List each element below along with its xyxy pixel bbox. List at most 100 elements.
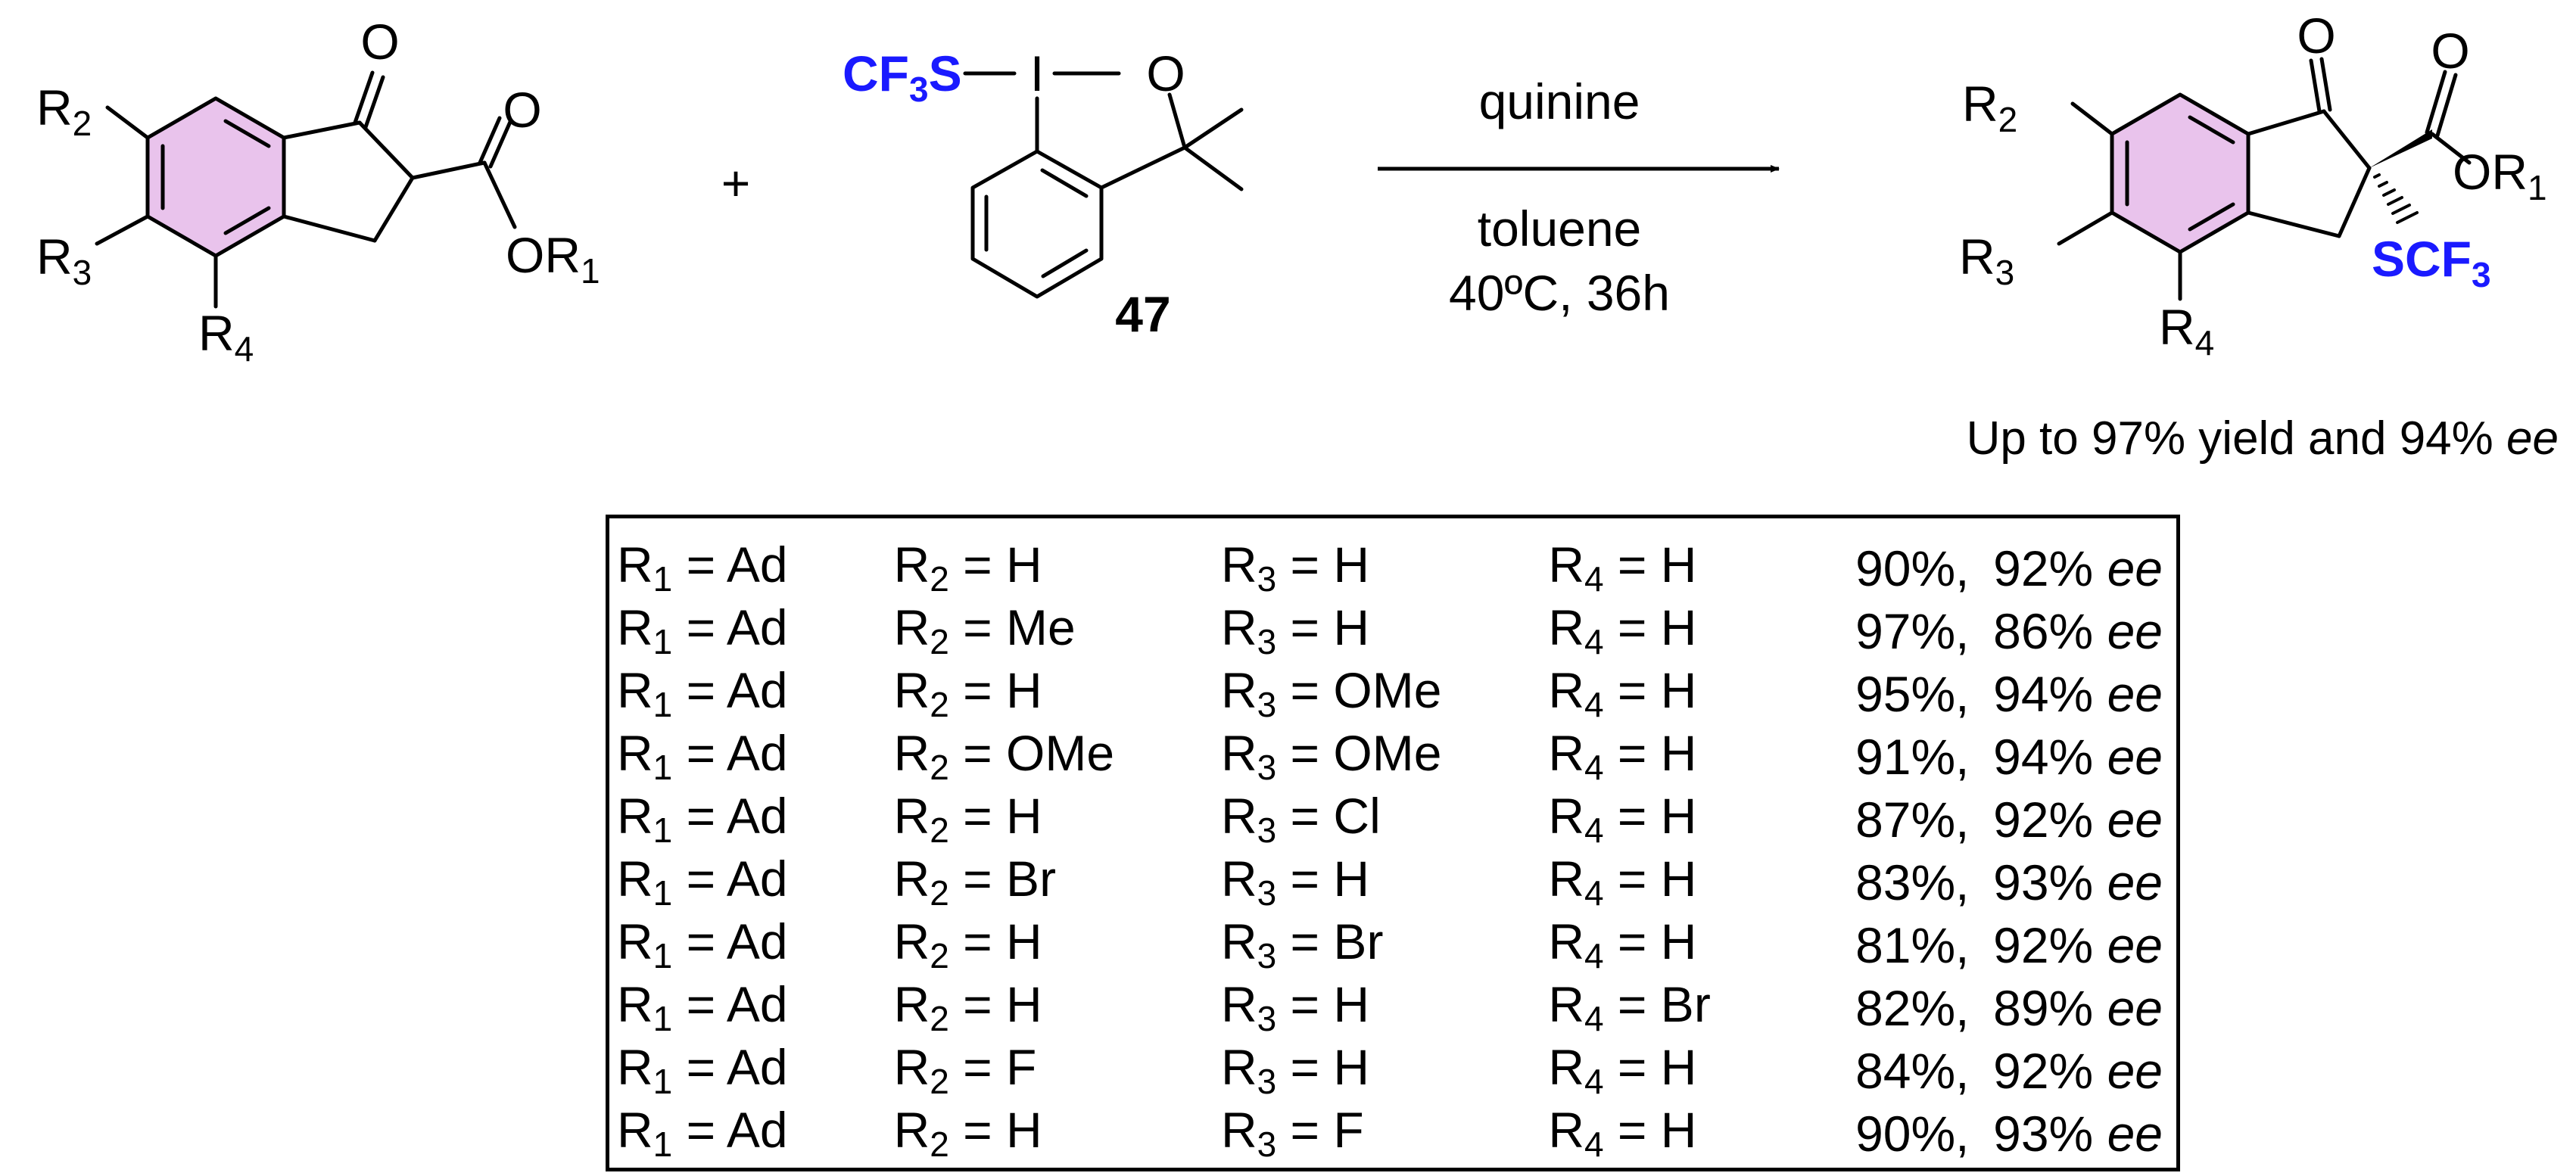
r3-cell: R3 = H: [1220, 537, 1370, 599]
ee-cell: 92% ee: [1993, 540, 2163, 596]
yield-cell: 97%,: [1855, 602, 1970, 659]
iodine-atom-label: I: [1030, 45, 1044, 101]
r1-cell: R1 = Ad: [617, 788, 788, 850]
ee-cell: 86% ee: [1993, 602, 2163, 659]
product-r4-label: R4: [2159, 299, 2214, 362]
r1-cell: R1 = Ad: [617, 537, 788, 599]
product-ketone-o-label: O: [2297, 8, 2335, 64]
r2-cell: R2 = Me: [893, 599, 1076, 661]
product-r3-label: R3: [1959, 229, 2014, 292]
r2-cell: R2 = H: [893, 976, 1042, 1038]
stereo-hash-bond: [2373, 173, 2419, 224]
r4-cell: R4 = H: [1548, 537, 1697, 599]
yield-cell: 83%,: [1855, 854, 1970, 910]
table-row: R1 = Ad R2 = Br R3 = H R4 = H 83%, 93% ee: [617, 851, 2163, 913]
ee-cell: 92% ee: [1993, 1042, 2163, 1099]
table-row: R1 = Ad R2 = Me R3 = H R4 = H 97%, 86% ee: [617, 599, 2163, 662]
ee-cell: 92% ee: [1993, 916, 2163, 973]
yield-cell: 90%,: [1855, 540, 1970, 596]
r2-cell: R2 = Br: [893, 851, 1057, 913]
yield-cell: 91%,: [1855, 728, 1970, 785]
r3-cell: R3 = H: [1220, 851, 1370, 913]
r3-cell: R3 = H: [1220, 976, 1370, 1038]
table-row: R1 = Ad R2 = H R3 = F R4 = H 90%, 93% ee: [617, 1102, 2163, 1165]
stereo-wedge-bond: [2369, 129, 2432, 168]
r4-cell: R4 = H: [1548, 599, 1697, 661]
r2-cell: R2 = F: [893, 1039, 1037, 1101]
r3-cell: R3 = H: [1220, 1039, 1370, 1101]
yield-cell: 95%,: [1855, 665, 1970, 722]
ee-cell: 92% ee: [1993, 791, 2163, 848]
r4-substituent-label: R4: [198, 305, 254, 369]
r3-cell: R3 = Cl: [1220, 788, 1381, 850]
r3-cell: R3 = OMe: [1220, 725, 1442, 787]
r4-cell: R4 = H: [1548, 1102, 1697, 1164]
r2-cell: R2 = H: [893, 1102, 1042, 1164]
product-or1-label: OR1: [2453, 144, 2547, 207]
r4-cell: R4 = H: [1548, 788, 1697, 850]
r1-cell: R1 = Ad: [617, 1102, 788, 1164]
r1-cell: R1 = Ad: [617, 1039, 788, 1101]
ester-carbonyl-o-label: O: [503, 82, 541, 138]
r1-cell: R1 = Ad: [617, 851, 788, 913]
r4-cell: R4 = H: [1548, 851, 1697, 913]
ee-cell: 93% ee: [1993, 1105, 2163, 1162]
r1-cell: R1 = Ad: [617, 913, 788, 975]
r3-cell: R3 = F: [1220, 1102, 1364, 1164]
plus-sign: +: [721, 155, 751, 211]
cf3s-group-label: CF3S: [843, 45, 962, 109]
ee-cell: 94% ee: [1993, 665, 2163, 722]
product-scf3-label: SCF3: [2372, 231, 2491, 294]
r2-cell: R2 = H: [893, 913, 1042, 975]
ee-cell: 93% ee: [1993, 854, 2163, 910]
yield-cell: 90%,: [1855, 1105, 1970, 1162]
yield-ee-summary: Up to 97% yield and 94% ee: [1967, 412, 2559, 465]
r4-cell: R4 = H: [1548, 1039, 1697, 1101]
table-row: R1 = Ad R2 = OMe R3 = OMe R4 = H 91%, 94% ee: [617, 725, 2163, 788]
catalyst-label: quinine: [1479, 73, 1640, 129]
r4-cell: R4 = H: [1548, 662, 1697, 724]
yield-cell: 82%,: [1855, 979, 1970, 1036]
table-row: R1 = Ad R2 = H R3 = Br R4 = H 81%, 92% ee: [617, 913, 2163, 976]
r4-cell: R4 = H: [1548, 913, 1697, 975]
table-row: R1 = Ad R2 = H R3 = OMe R4 = H 95%, 94% ee: [617, 662, 2163, 725]
compound-number-47: 47: [1115, 286, 1170, 342]
r1-cell: R1 = Ad: [617, 976, 788, 1038]
yield-cell: 81%,: [1855, 916, 1970, 973]
r4-cell: R4 = H: [1548, 725, 1697, 787]
r4-cell: R4 = Br: [1548, 976, 1711, 1038]
r3-cell: R3 = OMe: [1220, 662, 1442, 724]
r2-cell: R2 = H: [893, 537, 1042, 599]
r2-cell: R2 = OMe: [893, 725, 1115, 787]
product-benzene-ring-highlight: [2112, 95, 2248, 252]
ester-or1-label: OR1: [506, 227, 600, 291]
r3-substituent-label: R3: [36, 229, 92, 292]
r2-substituent-label: R2: [36, 79, 92, 143]
product-ester-o-label: O: [2431, 23, 2469, 79]
indanone-ester-reactant: O O OR1 R2 R3 R4: [36, 14, 600, 369]
table-row: R1 = Ad R2 = H R3 = Cl R4 = H 87%, 92% ee: [617, 788, 2163, 851]
trifluoromethylthio-iodane-reagent: I O CF3S 47: [843, 45, 1244, 342]
product-r2-label: R2: [1962, 76, 2017, 139]
table-row: R1 = Ad R2 = H R3 = H R4 = H 90%, 92% ee: [617, 537, 2163, 599]
yield-cell: 87%,: [1855, 791, 1970, 848]
r2-cell: R2 = H: [893, 788, 1042, 850]
ee-cell: 94% ee: [1993, 728, 2163, 785]
r3-cell: R3 = Br: [1220, 913, 1384, 975]
oxygen-atom-label: O: [1146, 45, 1185, 101]
table-row: R1 = Ad R2 = H R3 = H R4 = Br 82%, 89% ee: [617, 976, 2163, 1039]
temperature-time-label: 40ºC, 36h: [1449, 265, 1670, 321]
r2-cell: R2 = H: [893, 662, 1042, 724]
ee-cell: 89% ee: [1993, 979, 2163, 1036]
scf3-indanone-product: O O OR1 SCF3 R2 R3 R4: [1959, 8, 2547, 362]
r1-cell: R1 = Ad: [617, 725, 788, 787]
r3-cell: R3 = H: [1220, 599, 1370, 661]
r1-cell: R1 = Ad: [617, 662, 788, 724]
benzene-ring-highlight: [148, 98, 284, 256]
ketone-o-label: O: [360, 14, 399, 70]
r1-cell: R1 = Ad: [617, 599, 788, 661]
solvent-label: toluene: [1478, 201, 1642, 257]
